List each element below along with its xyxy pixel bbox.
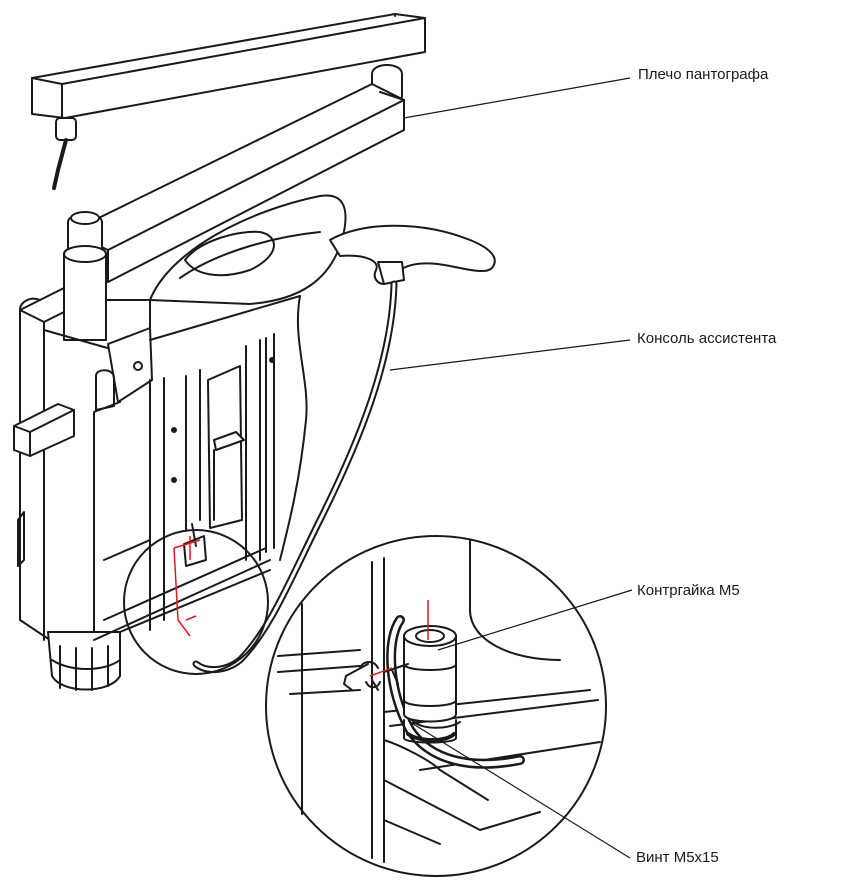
cabinet [13,287,153,691]
leader-assistant-console [389,339,631,371]
leader-lock-nut [437,589,633,651]
assistant-console-label: Консоль ассистента [637,330,777,347]
frame [93,295,308,641]
leader-screw [409,721,631,859]
detail-view [265,535,607,877]
basin [149,194,347,305]
highlight-markings [173,536,429,677]
detail-source-circle [123,529,269,675]
leader-pantograph-arm [403,77,631,119]
pantograph-post [63,211,107,341]
lock-nut-label: Контргайка М5 [637,582,740,599]
screw-label: Винт М5x15 [636,849,719,866]
pantograph-arm-label: Плечо пантографа [638,66,769,83]
